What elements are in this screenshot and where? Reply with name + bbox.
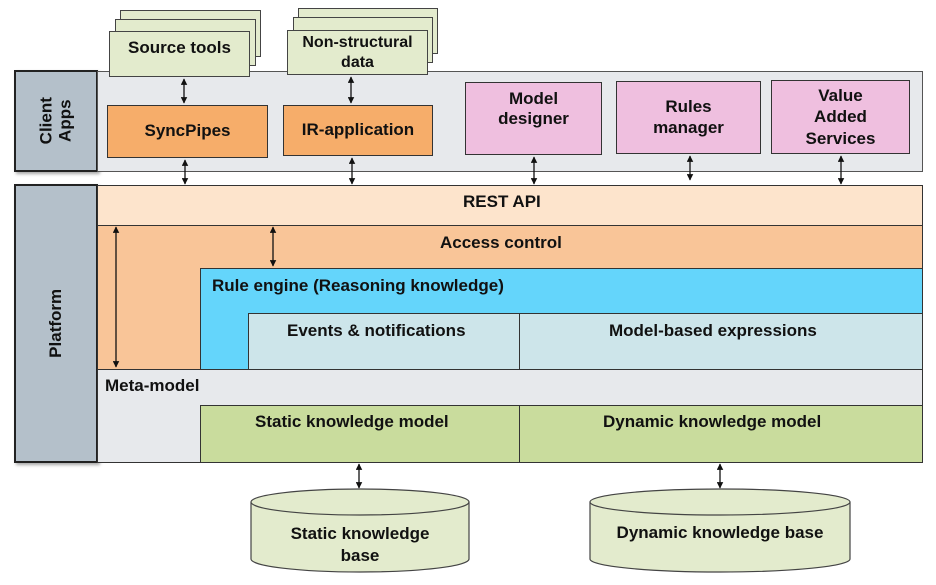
- dynamic-knowledge-model-label: Dynamic knowledge model: [603, 412, 822, 431]
- ir-application-label: IR-application: [301, 120, 415, 140]
- dynamic-knowledge-model-layer[interactable]: [519, 405, 923, 463]
- dynamic-knowledge-base-label: Dynamic knowledge base: [590, 523, 850, 543]
- non-structural-data-label: Non-structural data: [302, 34, 413, 71]
- non-structural-data-box[interactable]: Non-structural data: [287, 30, 428, 75]
- dynamic-knowledge-base-text: Dynamic knowledge base: [616, 523, 824, 542]
- source-tools-label: Source tools: [128, 38, 231, 57]
- platform-label-text: Platform: [45, 289, 65, 358]
- value-added-services-label: Value Added Services: [805, 86, 876, 148]
- model-designer-box[interactable]: Model designer: [465, 82, 602, 155]
- meta-model-label: Meta-model: [105, 376, 200, 395]
- static-knowledge-model-layer[interactable]: [200, 405, 520, 463]
- source-tools-box[interactable]: Source tools: [109, 31, 250, 77]
- value-added-services-box[interactable]: Value Added Services: [771, 80, 910, 154]
- events-notifications-label: Events & notifications: [287, 321, 466, 340]
- static-knowledge-model-label: Static knowledge model: [255, 412, 449, 431]
- ir-application-box[interactable]: IR-application: [283, 105, 433, 156]
- platform-label: Platform: [14, 184, 98, 463]
- client-apps-label-text: Client Apps: [36, 97, 74, 145]
- rules-manager-box[interactable]: Rules manager: [616, 81, 761, 154]
- syncpipes-label: SyncPipes: [144, 121, 231, 141]
- model-designer-label: Model designer: [498, 89, 569, 129]
- client-apps-label: Client Apps: [14, 70, 98, 172]
- model-based-expressions-layer[interactable]: [519, 313, 923, 370]
- access-control-label: Access control: [440, 233, 562, 252]
- syncpipes-box[interactable]: SyncPipes: [107, 105, 268, 158]
- model-based-expressions-label: Model-based expressions: [609, 321, 817, 340]
- rule-engine-label: Rule engine (Reasoning knowledge): [212, 276, 504, 295]
- rules-manager-label: Rules manager: [653, 97, 724, 137]
- events-notifications-layer[interactable]: [248, 313, 520, 370]
- static-knowledge-base-label: Static knowledge base: [270, 523, 450, 567]
- rest-api-label: REST API: [463, 192, 541, 211]
- static-knowledge-base-text: Static knowledge base: [290, 524, 430, 566]
- rest-api-layer[interactable]: [97, 185, 923, 226]
